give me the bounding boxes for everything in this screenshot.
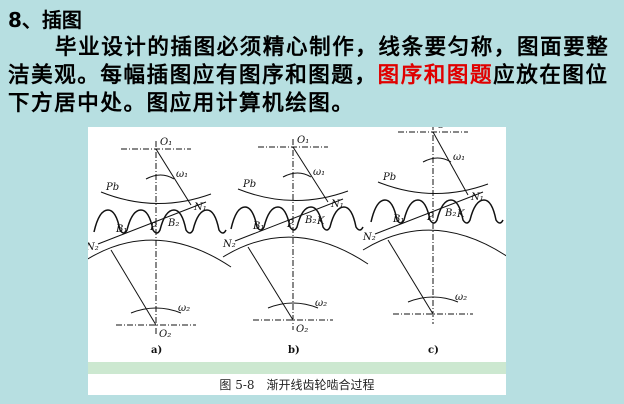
point-label-b1: B₁ xyxy=(252,221,264,232)
gear2-teeth xyxy=(93,209,227,234)
point-label-w1: ω₁ xyxy=(313,167,325,178)
paragraph-highlight: 图序和图题 xyxy=(377,63,494,88)
figure-caption: 图 5-8 渐开线齿轮啮合过程 xyxy=(219,378,375,392)
gear2-teeth xyxy=(370,199,504,224)
omega1-arrow xyxy=(145,174,175,180)
point-label-n1: N₁ xyxy=(470,192,484,203)
panel-label: a) xyxy=(151,345,162,356)
point-label-b1: B₁ xyxy=(115,224,127,235)
gear2-teeth xyxy=(230,206,364,231)
radius-o1-n1 xyxy=(292,146,329,203)
point-label-pb: Pb xyxy=(242,179,256,190)
gear1-base-circle xyxy=(237,188,349,202)
radius-o1-n1 xyxy=(432,131,469,196)
point-label-n2: N₂ xyxy=(88,242,99,253)
point-label-b2: B₂ xyxy=(304,215,316,226)
radius-o1-n1 xyxy=(155,148,192,206)
point-label-n2: N₂ xyxy=(222,239,236,250)
point-label-n2: N₂ xyxy=(362,232,376,243)
point-label-p: P xyxy=(286,219,294,230)
gear1-base-circle xyxy=(100,191,212,205)
point-label-top: O₁ xyxy=(297,135,309,146)
figure-band xyxy=(88,362,506,374)
radius-o2-n2 xyxy=(247,246,294,321)
slide-paragraph: 毕业设计的插图必须精心制作，线条要匀称，图面要整洁美观。每幅插图应有图序和图题，… xyxy=(8,34,620,118)
omega1-arrow xyxy=(422,157,452,163)
point-label-b2: B₂ xyxy=(444,208,456,219)
point-label-k: K xyxy=(316,216,325,227)
omega2-arrow xyxy=(407,296,459,303)
radius-o2-n2 xyxy=(110,249,157,326)
point-label-b1: B₁ xyxy=(392,214,404,225)
gear2-base-circle xyxy=(85,239,232,268)
panel-label: c) xyxy=(428,345,439,356)
point-label-pb: Pb xyxy=(382,172,396,183)
point-label-w2: ω₂ xyxy=(178,303,190,314)
omega1-arrow xyxy=(282,172,312,178)
point-label-p: P xyxy=(426,212,434,223)
panel-label: b) xyxy=(288,345,300,356)
gear2-base-circle xyxy=(222,236,369,265)
point-label-n1: N₁ xyxy=(330,199,344,210)
point-label-bottom: O₂ xyxy=(159,329,171,340)
point-label-k: K xyxy=(456,209,465,220)
point-label-p: P xyxy=(149,222,157,233)
omega2-arrow xyxy=(130,307,182,314)
point-label-bottom: O₂ xyxy=(296,324,308,335)
paragraph-part2: 应放在图位下方居中处。图应用计算机绘图。 xyxy=(8,63,609,116)
point-label-b2: B₂ xyxy=(167,218,179,229)
point-label-w2: ω₂ xyxy=(315,298,327,309)
gear2-base-circle xyxy=(362,229,509,258)
slide-title: 8、插图 xyxy=(8,8,82,32)
point-label-pb: Pb xyxy=(105,182,119,193)
paragraph-part1: 毕业设计的插图必须精心制作，线条要匀称，图面要整洁美观。每幅插图应有图序和图题， xyxy=(8,35,610,88)
point-label-w2: ω₂ xyxy=(455,292,467,303)
point-label-w1: ω₁ xyxy=(453,152,465,163)
point-label-top: O₁ xyxy=(160,137,172,148)
point-label-top: O xyxy=(437,127,445,131)
omega2-arrow xyxy=(267,302,319,309)
radius-o2-n2 xyxy=(387,239,434,315)
point-label-w1: ω₁ xyxy=(176,169,188,180)
gear1-base-circle xyxy=(377,181,489,195)
point-label-n1: N₁ xyxy=(193,202,207,213)
